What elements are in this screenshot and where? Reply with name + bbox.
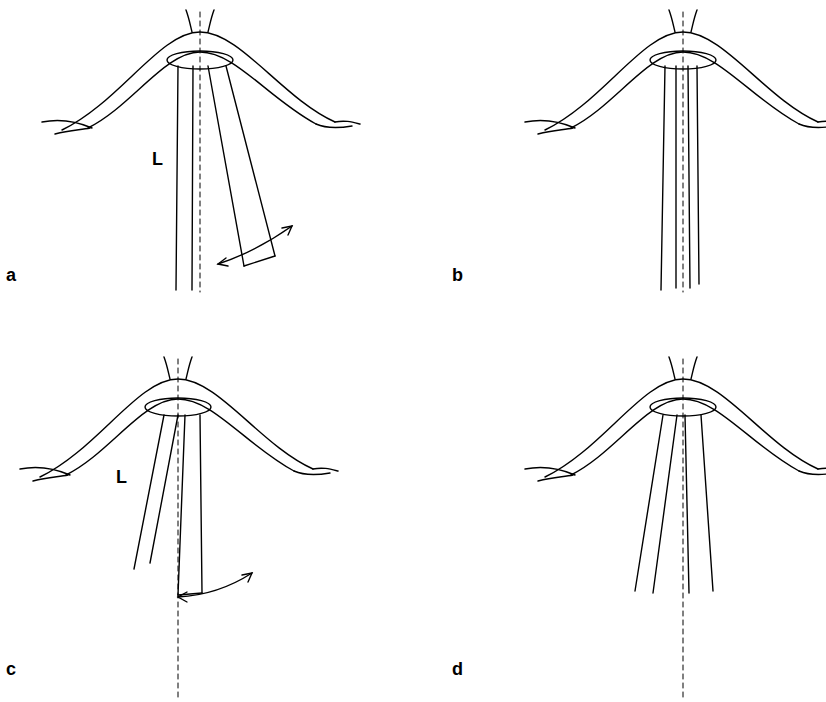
lens-label: L xyxy=(116,468,127,486)
panel-letter: c xyxy=(6,660,16,678)
lens-label: L xyxy=(152,150,163,168)
panel-letter: d xyxy=(452,660,463,678)
panel-letter: b xyxy=(452,266,463,284)
panel-letter: a xyxy=(6,266,16,284)
